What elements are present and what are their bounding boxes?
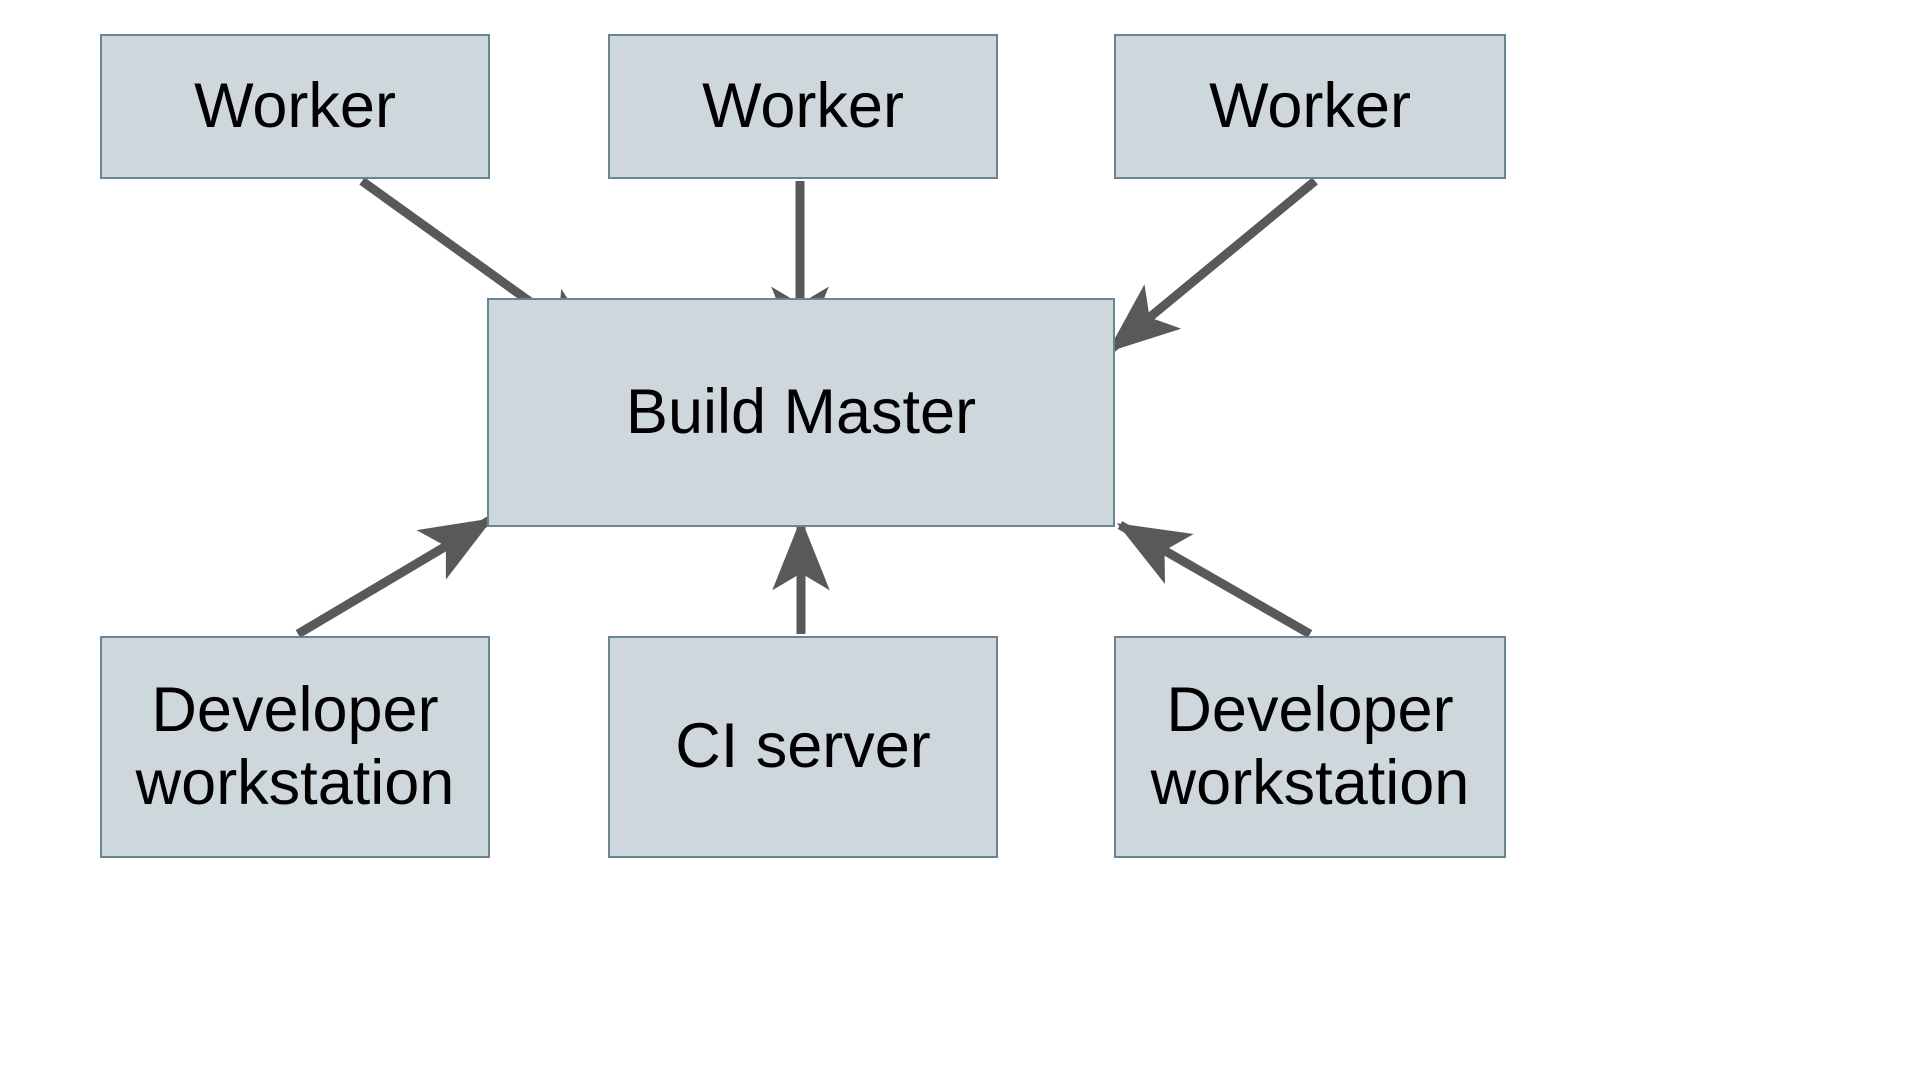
node-worker-3[interactable]: Worker bbox=[1114, 34, 1506, 179]
node-ci-server[interactable]: CI server bbox=[608, 636, 998, 858]
node-developer-workstation-right[interactable]: Developer workstation bbox=[1114, 636, 1506, 858]
node-worker-1[interactable]: Worker bbox=[100, 34, 490, 179]
edge-worker-3-to-build-master bbox=[1107, 177, 1318, 354]
edge-dev-2-to-build-master bbox=[1116, 521, 1313, 638]
node-worker-1-label: Worker bbox=[194, 70, 396, 141]
node-worker-2-label: Worker bbox=[702, 70, 904, 141]
node-build-master[interactable]: Build Master bbox=[487, 298, 1115, 527]
node-worker-2[interactable]: Worker bbox=[608, 34, 998, 179]
node-worker-3-label: Worker bbox=[1209, 70, 1411, 141]
node-developer-workstation-right-label: Developer workstation bbox=[1150, 674, 1470, 818]
node-build-master-label: Build Master bbox=[625, 376, 977, 447]
edge-dev-1-to-build-master bbox=[295, 516, 494, 638]
node-developer-workstation-left[interactable]: Developer workstation bbox=[100, 636, 490, 858]
node-ci-server-label: CI server bbox=[675, 711, 931, 782]
node-developer-workstation-left-label: Developer workstation bbox=[135, 674, 455, 818]
